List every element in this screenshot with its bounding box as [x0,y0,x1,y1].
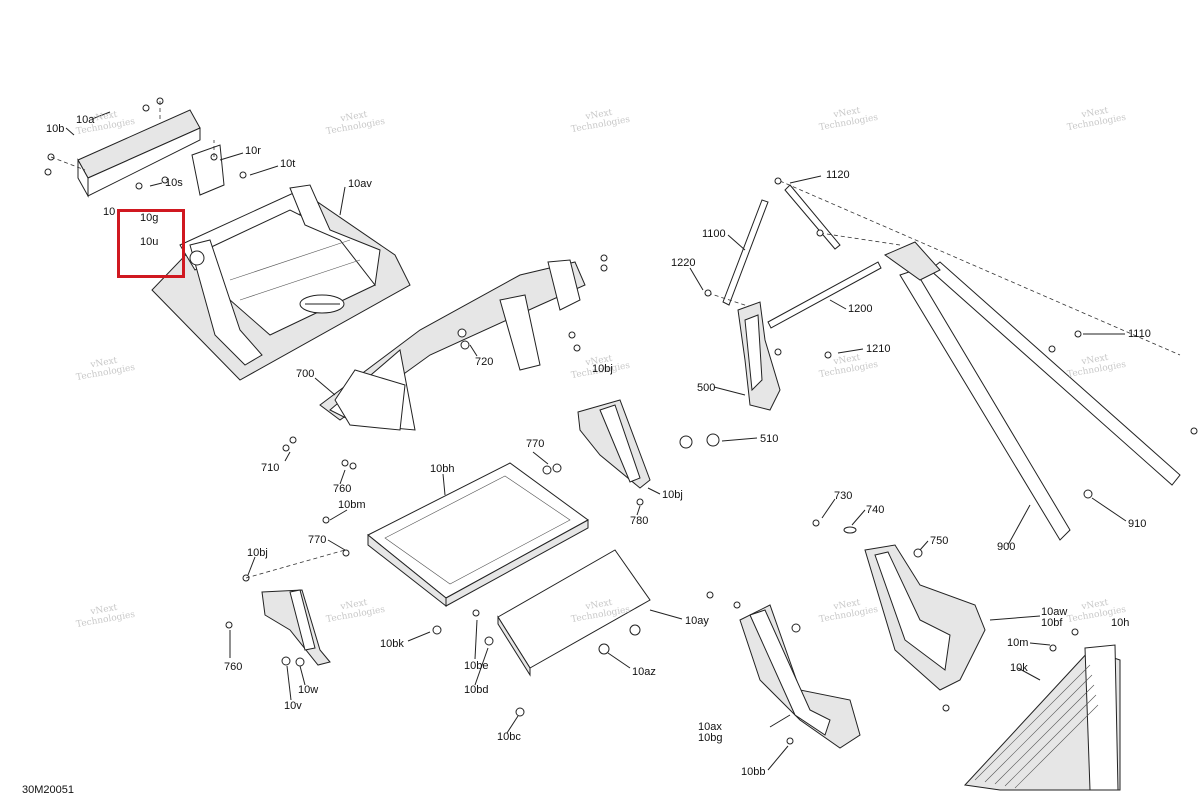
part-label-highlighted[interactable]: 10u [140,236,159,248]
part-label[interactable]: 500 [697,382,716,394]
part-label[interactable]: 770 [308,534,327,546]
part-label[interactable]: 1220 [671,257,696,269]
part-label[interactable]: 10bc [497,731,521,743]
part-label[interactable]: 910 [1128,518,1147,530]
part-label[interactable]: 10ay [685,615,709,627]
part-label[interactable]: 760 [333,483,352,495]
part-label[interactable]: 770 [526,438,545,450]
seat-frame-tray [151,184,411,381]
part-label[interactable]: 720 [475,356,494,368]
lower-side-frame [706,591,861,749]
right-side-frame [812,519,986,712]
part-label[interactable]: 730 [834,490,853,502]
part-label[interactable]: 10be [464,660,489,672]
part-label[interactable]: 760 [224,661,243,673]
part-label[interactable]: 10t [280,158,296,170]
part-label[interactable]: 780 [630,515,649,527]
small-fasteners [322,516,525,717]
part-label[interactable]: 700 [296,368,315,380]
part-label[interactable]: 1200 [848,303,873,315]
part-label[interactable]: 10s [165,177,183,189]
part-label[interactable]: 10bk [380,638,404,650]
part-label[interactable]: 10bf [1041,617,1063,629]
part-label[interactable]: 1100 [702,228,726,240]
part-label[interactable]: 10m [1007,637,1029,649]
leader-lines [65,111,1127,771]
part-label[interactable]: 10bh [430,463,455,475]
main-frame-crossbar [282,254,608,470]
radiator-panel [963,628,1121,791]
part-label-highlighted[interactable]: 10g [140,212,159,224]
part-label[interactable]: 10 [103,206,116,218]
part-label[interactable]: 900 [997,541,1016,553]
part-label[interactable]: 750 [930,535,949,547]
part-label[interactable]: 10b [46,123,65,135]
part-label[interactable]: 710 [261,462,280,474]
center-bracket [542,399,651,506]
floor-panel [367,462,589,608]
top-plate-assembly [44,97,247,198]
part-label[interactable]: 10ax [698,721,722,733]
part-label[interactable]: 10bb [741,766,766,778]
part-label[interactable]: 10av [348,178,372,190]
part-label[interactable]: 1110 [1128,328,1151,340]
part-label[interactable]: 10bj [662,489,683,501]
part-label[interactable]: 510 [760,433,779,445]
part-label[interactable]: 10k [1010,662,1028,674]
part-label[interactable]: 10az [632,666,656,678]
pivot-bracket [679,301,832,449]
part-label[interactable]: 10bd [464,684,489,696]
part-label[interactable]: 10v [284,700,302,712]
part-label[interactable]: 10a [76,114,95,126]
lower-floor-panel [497,549,651,677]
part-label[interactable]: 10r [245,145,261,157]
highlight-box [117,209,185,278]
part-label[interactable]: 10h [1111,617,1130,629]
part-label[interactable]: 10bm [338,499,366,511]
part-label[interactable]: 10bj [247,547,268,559]
part-label[interactable]: 10bj [592,363,613,375]
part-label[interactable]: 1120 [826,169,850,181]
part-label[interactable]: 10aw [1041,606,1068,618]
diagonal-struts [883,241,1198,541]
part-label[interactable]: 10w [298,684,319,696]
part-label[interactable]: 10bg [698,732,723,744]
part-label[interactable]: 740 [866,504,885,516]
part-label[interactable]: 1210 [866,343,891,355]
document-id: 30M20051 [22,784,74,796]
left-lower-bracket [225,549,346,667]
